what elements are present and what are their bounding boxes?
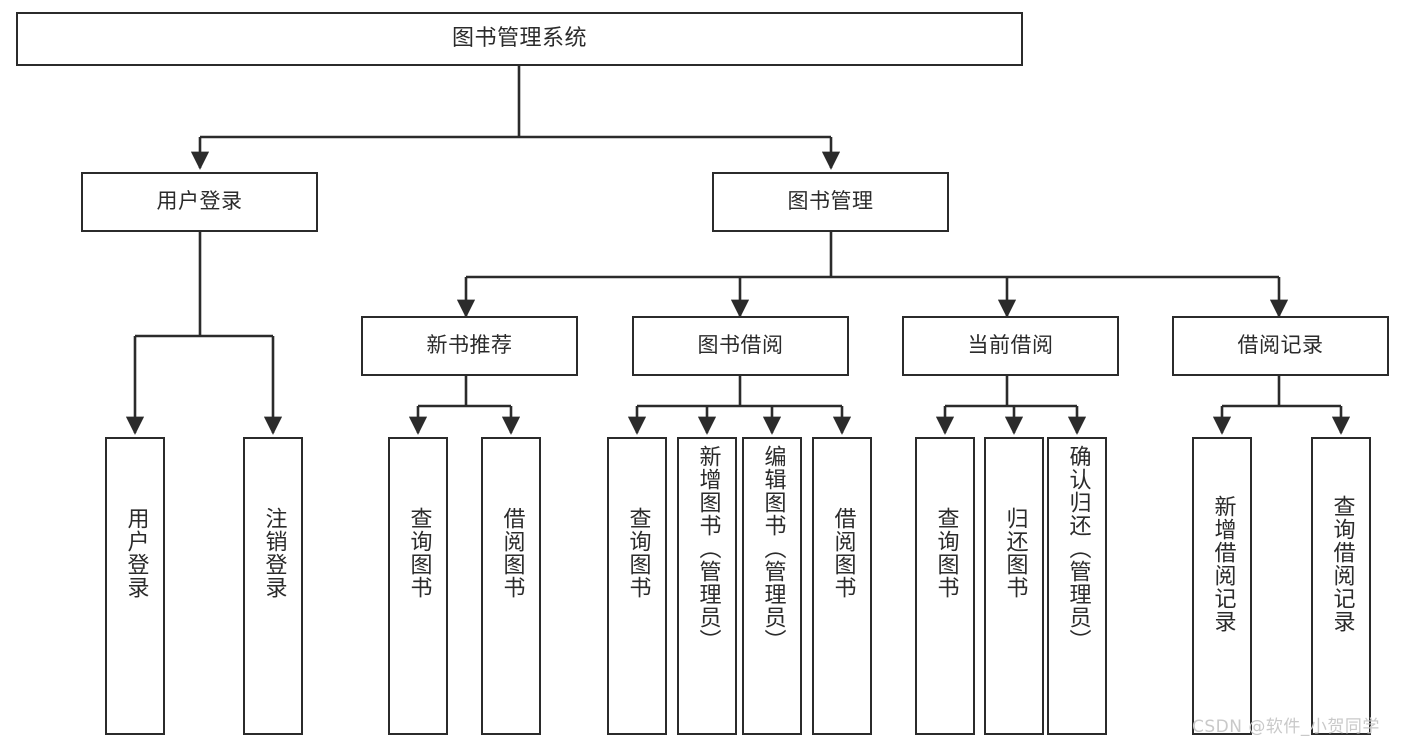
leaf-borrow-book-1-label: 借阅图书 — [499, 507, 525, 599]
leaf-user-login[interactable]: 用户登录 — [105, 437, 165, 735]
leaf-confirm-return-label: 确认归还（管理员） — [1065, 445, 1091, 652]
node-new-book-recommend-label: 新书推荐 — [426, 333, 513, 358]
leaf-query-book-1[interactable]: 查询图书 — [388, 437, 448, 735]
leaf-query-record[interactable]: 查询借阅记录 — [1311, 437, 1371, 735]
leaf-logout-label: 注销登录 — [261, 507, 287, 599]
leaf-query-book-3-label: 查询图书 — [933, 507, 959, 599]
leaf-borrow-book-1[interactable]: 借阅图书 — [481, 437, 541, 735]
leaf-query-book-2-label: 查询图书 — [625, 507, 651, 599]
leaf-query-record-label: 查询借阅记录 — [1329, 495, 1355, 633]
leaf-query-book-3[interactable]: 查询图书 — [915, 437, 975, 735]
csdn-watermark: CSDN @软件_小贺同学 — [1192, 717, 1380, 737]
node-current-borrow[interactable]: 当前借阅 — [902, 316, 1119, 376]
leaf-add-record[interactable]: 新增借阅记录 — [1192, 437, 1252, 735]
leaf-edit-book[interactable]: 编辑图书（管理员） — [742, 437, 802, 735]
node-book-borrow[interactable]: 图书借阅 — [632, 316, 849, 376]
node-book-borrow-label: 图书借阅 — [697, 333, 784, 358]
node-user-login-label: 用户登录 — [156, 189, 243, 214]
leaf-add-record-label: 新增借阅记录 — [1210, 495, 1236, 633]
leaf-query-book-2[interactable]: 查询图书 — [607, 437, 667, 735]
leaf-confirm-return[interactable]: 确认归还（管理员） — [1047, 437, 1107, 735]
node-user-login[interactable]: 用户登录 — [81, 172, 318, 232]
node-borrow-record-label: 借阅记录 — [1237, 333, 1324, 358]
node-new-book-recommend[interactable]: 新书推荐 — [361, 316, 578, 376]
leaf-borrow-book-2-label: 借阅图书 — [830, 507, 856, 599]
leaf-add-book-label: 新增图书（管理员） — [695, 445, 721, 652]
node-current-borrow-label: 当前借阅 — [967, 333, 1054, 358]
leaf-borrow-book-2[interactable]: 借阅图书 — [812, 437, 872, 735]
leaf-edit-book-label: 编辑图书（管理员） — [760, 445, 786, 652]
leaf-return-book-label: 归还图书 — [1002, 507, 1028, 599]
node-borrow-record[interactable]: 借阅记录 — [1172, 316, 1389, 376]
node-root-label: 图书管理系统 — [451, 25, 587, 51]
leaf-logout[interactable]: 注销登录 — [243, 437, 303, 735]
node-book-manage-label: 图书管理 — [787, 189, 874, 214]
node-book-manage[interactable]: 图书管理 — [712, 172, 949, 232]
leaf-add-book[interactable]: 新增图书（管理员） — [677, 437, 737, 735]
leaf-return-book[interactable]: 归还图书 — [984, 437, 1044, 735]
leaf-user-login-label: 用户登录 — [123, 507, 149, 599]
leaf-query-book-1-label: 查询图书 — [406, 507, 432, 599]
node-root[interactable]: 图书管理系统 — [16, 12, 1023, 66]
